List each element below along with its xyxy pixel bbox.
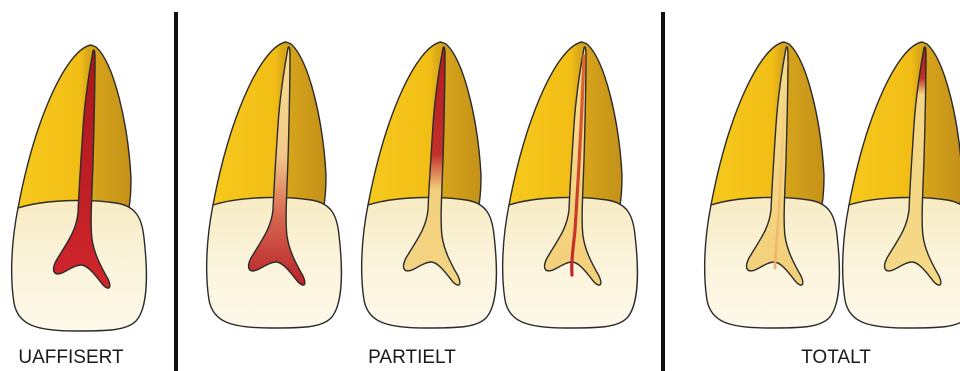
tooth-partial-1 [207,42,342,328]
group-label-total: TOTALT [801,347,871,368]
group-label-partial: PARTIELT [368,347,456,368]
tooth-total-2 [843,42,960,328]
tooth-partial-2 [362,42,497,328]
group-label-unaffected: UAFFISERT [18,347,124,368]
tooth-partial-3 [503,42,638,328]
tooth-total-1 [705,42,840,328]
tooth-unaffected [12,45,147,331]
